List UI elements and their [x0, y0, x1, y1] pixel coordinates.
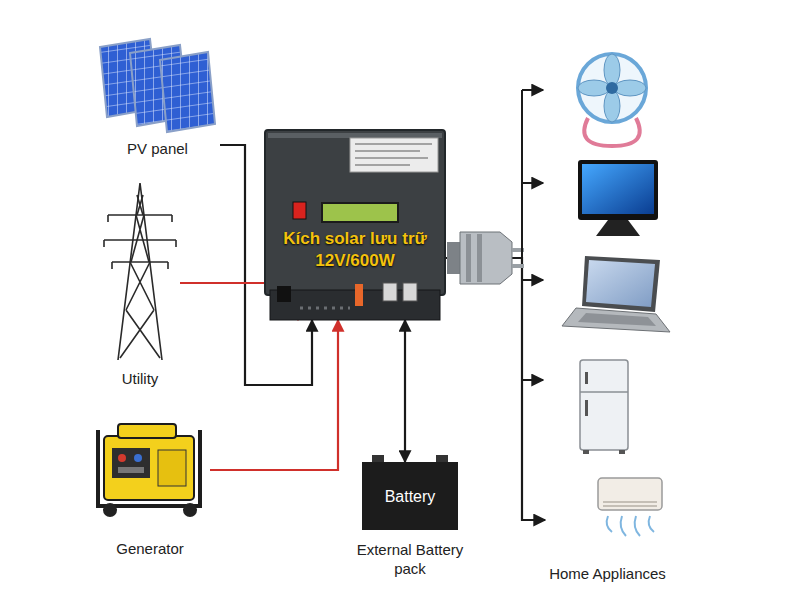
appliance-bus-part	[522, 379, 543, 381]
appliance-bus-part	[522, 279, 543, 281]
home-appliances-node: Home Appliances	[545, 45, 670, 585]
utility-tower-part	[104, 215, 176, 269]
appliance-bus-part	[522, 182, 543, 184]
utility-tower-part	[120, 195, 160, 358]
device-label: Home Appliances	[549, 565, 666, 583]
tv-icon-part	[582, 164, 654, 214]
utility-tower-part	[118, 183, 162, 360]
inverter-illustration-part	[350, 138, 438, 172]
fridge-icon-part	[619, 450, 625, 454]
fan-icon-part	[578, 80, 610, 96]
inverter-illustration-part	[265, 130, 445, 295]
air-conditioner-icon	[598, 478, 662, 536]
laptop-icon-part	[578, 313, 656, 326]
air-conditioner-icon-part	[603, 502, 657, 506]
power-plug-part	[466, 234, 471, 282]
device-label: Utility	[122, 370, 159, 388]
fridge-icon-part	[580, 391, 628, 393]
generator-illustration-part	[118, 467, 144, 473]
appliance-bus-part	[521, 90, 523, 258]
device-label: PV panel	[127, 140, 188, 158]
air-conditioner-icon-part	[607, 516, 654, 536]
battery-caption: External Battery pack	[355, 540, 465, 578]
pv-panel-node: PV panel	[95, 35, 220, 160]
device-label: Generator	[116, 540, 184, 558]
fridge-icon-part	[580, 360, 628, 450]
inverter-illustration-part	[403, 283, 417, 301]
inverter-box: Kích solar lưu trữ 12V/600W	[265, 130, 445, 320]
utility-tower	[104, 183, 176, 360]
battery-title: Battery	[385, 487, 436, 506]
fridge-icon	[580, 360, 628, 454]
utility-node: Utility	[100, 178, 180, 390]
power-wire	[445, 258, 545, 520]
fan-icon-part	[604, 54, 620, 86]
generator-illustration-part	[134, 454, 142, 462]
inverter-title: Kích solar lưu trữ 12V/600W	[271, 228, 439, 272]
inverter-illustration-part	[355, 284, 363, 306]
inverter-illustration	[265, 130, 445, 320]
fan-icon-part	[604, 90, 620, 122]
power-plug-part	[512, 264, 524, 268]
power-plug-part	[447, 242, 461, 274]
inverter-illustration-part	[355, 144, 432, 165]
generator-illustration-part	[112, 448, 150, 478]
generator-illustration-part	[103, 503, 117, 517]
inverter-illustration-part	[277, 286, 291, 302]
generator-illustration-part	[98, 430, 200, 506]
tv-icon-part	[596, 220, 640, 236]
generator-illustration	[98, 424, 200, 517]
appliance-bus-part	[522, 89, 543, 91]
inverter-illustration-part	[322, 203, 398, 222]
solar-panels-part	[160, 52, 215, 132]
laptop-icon-part	[586, 260, 655, 307]
inverter-illustration-part	[293, 202, 306, 219]
tv-icon	[578, 160, 658, 236]
power-plug-part	[460, 232, 512, 284]
laptop-icon	[562, 256, 670, 332]
generator-illustration-part	[104, 436, 194, 500]
solar-panels	[100, 39, 215, 132]
inverter-illustration-part	[383, 283, 397, 301]
air-conditioner-icon-part	[598, 478, 662, 510]
laptop-icon-part	[582, 256, 660, 312]
tv-icon-part	[578, 160, 658, 220]
fridge-icon-part	[583, 450, 589, 454]
fan-icon-part	[578, 54, 646, 122]
fridge-icon-part	[585, 400, 588, 416]
laptop-icon-part	[562, 308, 670, 332]
inverter-illustration-part	[300, 307, 350, 310]
generator-illustration-part	[183, 503, 197, 517]
power-plug-part	[477, 234, 482, 282]
utility-tower-part	[104, 215, 176, 262]
power-wire	[404, 320, 406, 462]
battery-box: BatteryExternal Battery pack	[362, 462, 458, 530]
inverter-illustration-part	[268, 133, 442, 138]
power-plug	[447, 232, 524, 284]
generator-illustration-part	[118, 454, 126, 462]
fan-icon	[578, 54, 646, 146]
generator-illustration-part	[158, 450, 186, 486]
fridge-icon-part	[585, 372, 588, 384]
generator-illustration-part	[118, 424, 176, 438]
fan-icon-part	[614, 80, 646, 96]
fan-icon-part	[606, 82, 618, 94]
power-wire	[210, 320, 338, 470]
appliance-bus	[522, 90, 543, 380]
generator-node: Generator	[90, 425, 210, 560]
